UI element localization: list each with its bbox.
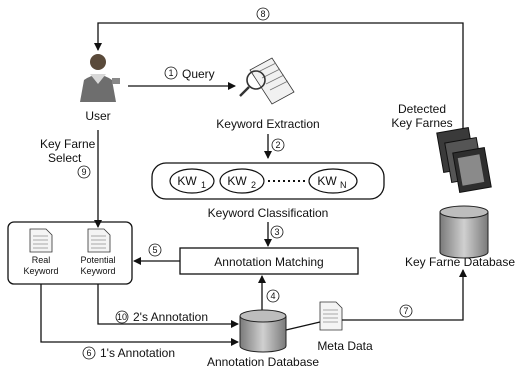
svg-text:9: 9 bbox=[81, 167, 86, 177]
real-keyword-document-icon bbox=[29, 228, 53, 253]
keyword-classification-label: Keyword Classification bbox=[208, 206, 329, 220]
annotation-matching-box: Annotation Matching bbox=[179, 247, 359, 275]
user-label: User bbox=[85, 109, 110, 123]
key-frames-stack-icon bbox=[436, 126, 492, 194]
edge-2: 2 bbox=[264, 134, 285, 159]
svg-text:2: 2 bbox=[251, 180, 256, 190]
svg-text:5: 5 bbox=[152, 245, 157, 255]
detected-key-frames-label-line1: Detected bbox=[398, 102, 446, 116]
key-frame-select-label-line1: Key Farne bbox=[40, 137, 96, 151]
keyword-node-kw2: KW 2 bbox=[219, 168, 265, 194]
detected-key-frames-label-line2: Key Farnes bbox=[391, 116, 452, 130]
edge-1-label: Query bbox=[182, 67, 215, 81]
edge-9: 9 bbox=[77, 130, 102, 228]
svg-text:3: 3 bbox=[274, 227, 279, 237]
annotation-database-label: Annotation Database bbox=[207, 355, 319, 369]
edge-7: 7 bbox=[342, 269, 467, 321]
edge-8-feedback bbox=[94, 22, 464, 132]
svg-text:KW: KW bbox=[227, 174, 247, 188]
potential-keyword-label-line2: Keyword bbox=[80, 266, 115, 276]
svg-text:8: 8 bbox=[260, 9, 265, 19]
edge-6: 6 1's Annotation bbox=[40, 284, 239, 360]
key-frame-select-label-line2: Select bbox=[48, 151, 82, 165]
edge-4: 4 bbox=[258, 275, 280, 310]
annotation-matching-label: Annotation Matching bbox=[214, 255, 323, 269]
svg-text:1: 1 bbox=[201, 180, 206, 190]
user-icon bbox=[80, 54, 120, 102]
edge-3: 3 bbox=[264, 222, 284, 247]
edge-6-label: 1's Annotation bbox=[100, 346, 175, 360]
svg-text:4: 4 bbox=[270, 291, 275, 301]
annotation-database-icon bbox=[239, 309, 287, 353]
key-frame-database-label: Key Farne Database bbox=[405, 255, 515, 269]
svg-text:N: N bbox=[340, 180, 347, 190]
keyword-node-kwn: KW N bbox=[308, 168, 358, 194]
potential-keyword-document-icon bbox=[87, 228, 111, 253]
svg-text:1: 1 bbox=[168, 68, 173, 78]
svg-text:6: 6 bbox=[86, 348, 91, 358]
edge-5: 5 bbox=[133, 243, 180, 265]
keyword-extraction-label: Keyword Extraction bbox=[216, 117, 319, 131]
edge-1-query: 1 Query bbox=[128, 66, 236, 90]
svg-text:KW: KW bbox=[317, 174, 337, 188]
svg-text:2: 2 bbox=[275, 140, 280, 150]
svg-text:10: 10 bbox=[117, 312, 127, 322]
db-to-meta-connector bbox=[285, 321, 321, 331]
keyword-node-kw1: KW 1 bbox=[169, 168, 215, 194]
potential-keyword-label-line1: Potential bbox=[80, 255, 115, 265]
real-keyword-label-line2: Keyword bbox=[23, 266, 58, 276]
svg-text:KW: KW bbox=[177, 174, 197, 188]
meta-data-document-icon bbox=[319, 301, 343, 331]
keyword-extraction-icon bbox=[239, 57, 295, 105]
key-frame-database-icon bbox=[439, 205, 489, 259]
edge-10: 10 2's Annotation bbox=[97, 284, 239, 328]
edge-8-number: 8 bbox=[256, 7, 270, 21]
svg-text:7: 7 bbox=[403, 306, 408, 316]
edge-10-label: 2's Annotation bbox=[133, 310, 208, 324]
meta-data-label: Meta Data bbox=[317, 339, 373, 353]
real-keyword-label-line1: Real bbox=[32, 255, 51, 265]
